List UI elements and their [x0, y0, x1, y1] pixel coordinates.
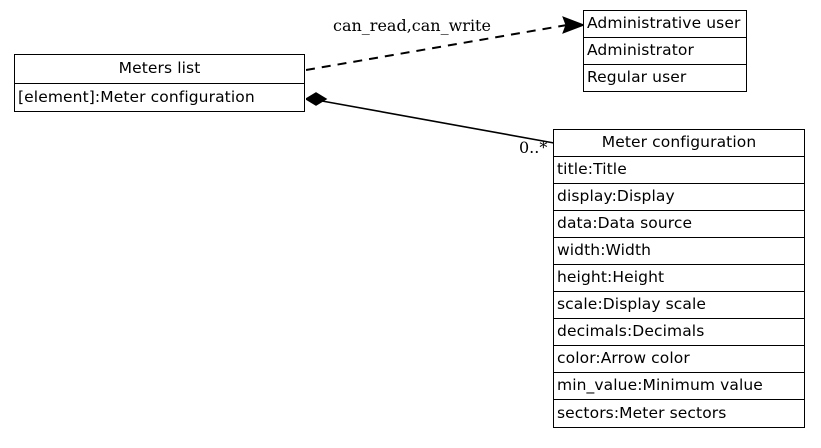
- uml-class-meters-list[interactable]: Meters list [element]:Meter configuratio…: [14, 54, 306, 113]
- edge-label-multiplicity: 0..*: [519, 138, 548, 157]
- uml-attribute-row: scale:Display scale: [553, 291, 805, 319]
- uml-attribute-row: min_value:Minimum value: [553, 372, 805, 400]
- uml-attribute-row: Administrator: [583, 37, 747, 65]
- open-arrow-icon: [562, 16, 586, 34]
- uml-attribute-row: width:Width: [553, 237, 805, 265]
- uml-attribute-row: color:Arrow color: [553, 345, 805, 373]
- uml-attribute-row: display:Display: [553, 183, 805, 211]
- uml-class-name-meters-list: Meters list: [14, 54, 305, 84]
- uml-class-meter-configuration[interactable]: Meter configuration title:Title display:…: [553, 129, 806, 437]
- uml-attribute-row: [element]:Meter configuration: [14, 83, 305, 112]
- uml-class-name-administrative-user: Administrative user: [583, 10, 747, 38]
- uml-attribute-row: height:Height: [553, 264, 805, 292]
- uml-attribute-row: title:Title: [553, 156, 805, 184]
- uml-attribute-row: sectors:Meter sectors: [553, 399, 805, 428]
- edge-label-permissions: can_read,can_write: [333, 16, 491, 35]
- uml-class-administrative-user[interactable]: Administrative user Administrator Regula…: [583, 10, 775, 94]
- uml-attribute-row: data:Data source: [553, 210, 805, 238]
- uml-attribute-row: Regular user: [583, 64, 747, 92]
- composition-edge-line: [321, 100, 555, 144]
- filled-diamond-icon: [304, 92, 328, 106]
- composition-edge: [304, 92, 555, 144]
- uml-attribute-row: decimals:Decimals: [553, 318, 805, 346]
- uml-class-name-meter-configuration: Meter configuration: [553, 129, 805, 157]
